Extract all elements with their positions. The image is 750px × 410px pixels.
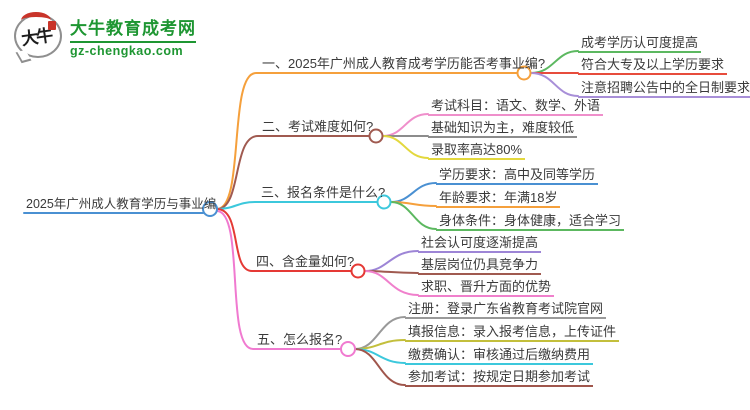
leaf-node-5-4[interactable]: 参加考试：按规定日期参加考试 — [405, 368, 594, 387]
brand-logo: 大牛 大牛教育成考网 gz-chengkao.com — [14, 12, 196, 58]
branch-4-node-circle[interactable] — [350, 263, 366, 279]
leaf-node-2-3[interactable]: 录取率高达80% — [428, 141, 526, 160]
leaf-node-2-1[interactable]: 考试科目：语文、数学、外语 — [428, 97, 604, 116]
branch-node-5[interactable]: 五、怎么报名? — [257, 332, 343, 347]
leaf-node-3-1[interactable]: 学历要求：高中及同等学历 — [436, 166, 599, 185]
branch-node-2[interactable]: 二、考试难度如何? — [262, 119, 374, 134]
root-node[interactable]: 2025年广州成人教育学历与事业编 — [26, 197, 217, 211]
brand-seal-icon — [48, 21, 56, 30]
branch-2-node-circle[interactable] — [368, 128, 384, 144]
leaf-node-1-3[interactable]: 注意招聘公告中的全日制要求 — [578, 79, 750, 98]
branch-connectors — [23, 50, 579, 386]
leaf-node-2-2[interactable]: 基础知识为主，难度较低 — [428, 119, 578, 138]
branch-node-1[interactable]: 一、2025年广州成人教育成考学历能否考事业编? — [262, 56, 546, 71]
leaf-node-5-2[interactable]: 填报信息：录入报考信息，上传证件 — [405, 323, 620, 342]
leaf-node-4-2[interactable]: 基层岗位仍具竞争力 — [418, 256, 542, 275]
leaf-node-3-3[interactable]: 身体条件：身体健康，适合学习 — [436, 212, 625, 231]
brand-logo-icon: 大牛 — [14, 12, 62, 58]
brand-logo-text: 大牛教育成考网 gz-chengkao.com — [70, 14, 196, 58]
branch-5-node-circle[interactable] — [340, 341, 356, 357]
leaf-node-5-1[interactable]: 注册：登录广东省教育考试院官网 — [405, 300, 607, 319]
branch-node-3[interactable]: 三、报名条件是什么? — [261, 185, 386, 200]
brand-domain: gz-chengkao.com — [70, 41, 196, 58]
leaf-node-1-2[interactable]: 符合大专及以上学历要求 — [578, 56, 728, 75]
brand-name: 大牛教育成考网 — [70, 19, 196, 38]
leaf-node-4-3[interactable]: 求职、晋升方面的优势 — [418, 278, 555, 297]
branch-1-node-circle[interactable] — [516, 65, 532, 81]
node-toggle-circles — [202, 65, 532, 357]
leaf-node-5-3[interactable]: 缴费确认：审核通过后缴纳费用 — [405, 346, 594, 365]
leaf-node-4-1[interactable]: 社会认可度逐渐提高 — [418, 234, 542, 253]
root-node-circle[interactable] — [202, 201, 218, 217]
branch-3-node-circle[interactable] — [376, 194, 392, 210]
leaf-node-1-1[interactable]: 成考学历认可度提高 — [578, 34, 702, 53]
leaf-node-3-2[interactable]: 年龄要求：年满18岁 — [436, 189, 561, 208]
branch-node-4[interactable]: 四、含金量如何? — [256, 254, 355, 269]
